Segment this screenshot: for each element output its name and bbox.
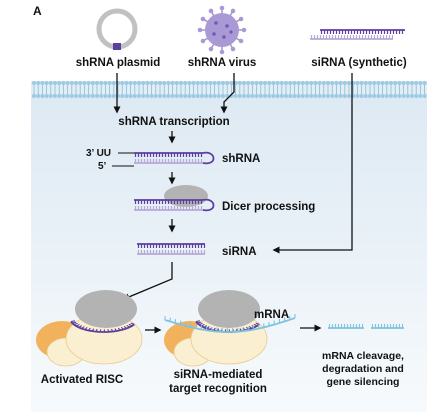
cell-membrane — [31, 80, 427, 99]
shrna-plasmid-label: shRNA plasmid — [76, 57, 161, 69]
activated-risc-label: Activated RISC — [41, 374, 123, 386]
dicer-processing-label: Dicer processing — [222, 201, 315, 213]
outcome-label-line3: gene silencing — [327, 376, 400, 388]
target-recognition-label-line2: target recognition — [169, 383, 267, 395]
outcome-label-line2: degradation and — [322, 363, 404, 375]
five-prime-label: 5’ — [98, 161, 107, 172]
shrna-hairpin — [134, 151, 215, 165]
virus-arrow — [220, 73, 235, 114]
panel-label: A — [33, 4, 42, 18]
sirna-synthetic-label: siRNA (synthetic) — [311, 57, 407, 69]
dicer-hairpin — [134, 198, 215, 212]
shrna-label: shRNA — [222, 153, 260, 165]
outcome-label-line1: mRNA cleavage, — [322, 350, 404, 362]
synthetic-arrow — [272, 73, 353, 254]
shrna-transcription-label: shRNA transcription — [118, 116, 229, 128]
to-risc-arrow — [122, 262, 173, 301]
sirna-duplex — [137, 243, 206, 255]
virus-icon — [197, 5, 247, 55]
target-recognition-label-line1: siRNA-mediated — [174, 369, 263, 381]
synthetic-sirna-icon — [310, 29, 405, 40]
sirna-label: siRNA — [222, 246, 257, 258]
three-prime-label: 3’ UU — [86, 148, 111, 159]
mrna-label: mRNA — [254, 309, 289, 321]
plasmid-icon — [96, 8, 138, 50]
target-recognition-complex — [164, 290, 296, 367]
activated-risc-complex — [36, 290, 143, 367]
cleaved-mrna-fragments — [328, 324, 404, 329]
shrna-virus-label: shRNA virus — [188, 57, 257, 69]
